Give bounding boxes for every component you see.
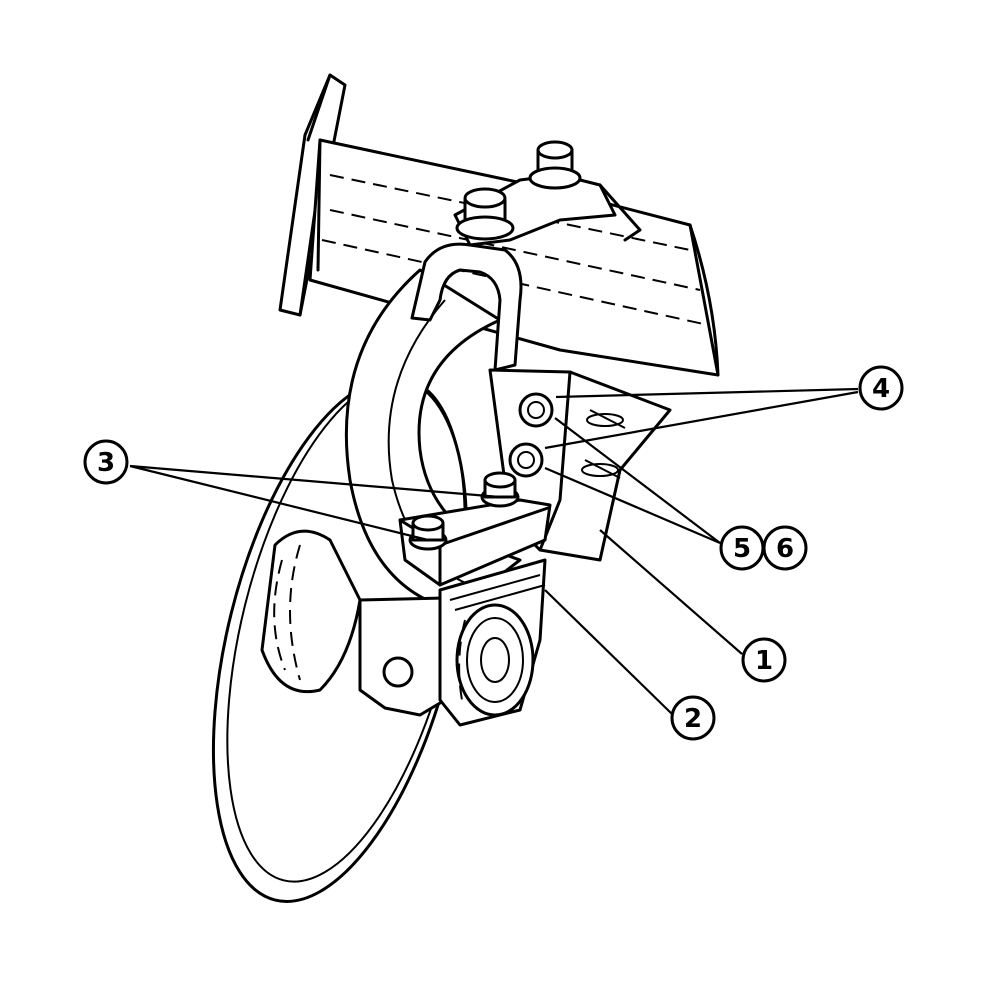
callout-3: 3: [83, 439, 129, 485]
clamp-plate: [398, 471, 552, 587]
callout-1-label: 1: [755, 646, 773, 676]
leader-1: [599, 529, 743, 655]
callout-4: 4: [858, 365, 904, 411]
leader-3-lower: [129, 464, 429, 542]
plate-bolt: [408, 514, 448, 551]
callout-2-label: 2: [684, 704, 702, 734]
callout-3-label: 3: [97, 448, 115, 478]
hub-assembly: [260, 529, 547, 727]
callout-5-label: 5: [733, 534, 751, 564]
callout-2: 2: [670, 695, 716, 741]
leader-4-lower: [544, 390, 859, 450]
callout-6: 6: [762, 525, 808, 571]
callout-4-label: 4: [872, 374, 890, 404]
leader-56-lower: [544, 466, 721, 545]
plate-bolt: [480, 471, 520, 508]
clamp-assembly: [410, 140, 642, 372]
callout-1: 1: [741, 637, 787, 683]
clamp-bolt: [528, 140, 582, 190]
leader-2: [544, 589, 673, 715]
leader-3-upper: [129, 464, 501, 499]
bracket-nuts: [508, 392, 554, 478]
leader-lines: [129, 387, 859, 715]
callout-5: 5: [719, 525, 765, 571]
callout-6-label: 6: [776, 534, 794, 564]
leader-56-upper: [554, 417, 721, 544]
leader-4-upper: [555, 387, 859, 399]
clamp-bolt: [455, 187, 515, 241]
